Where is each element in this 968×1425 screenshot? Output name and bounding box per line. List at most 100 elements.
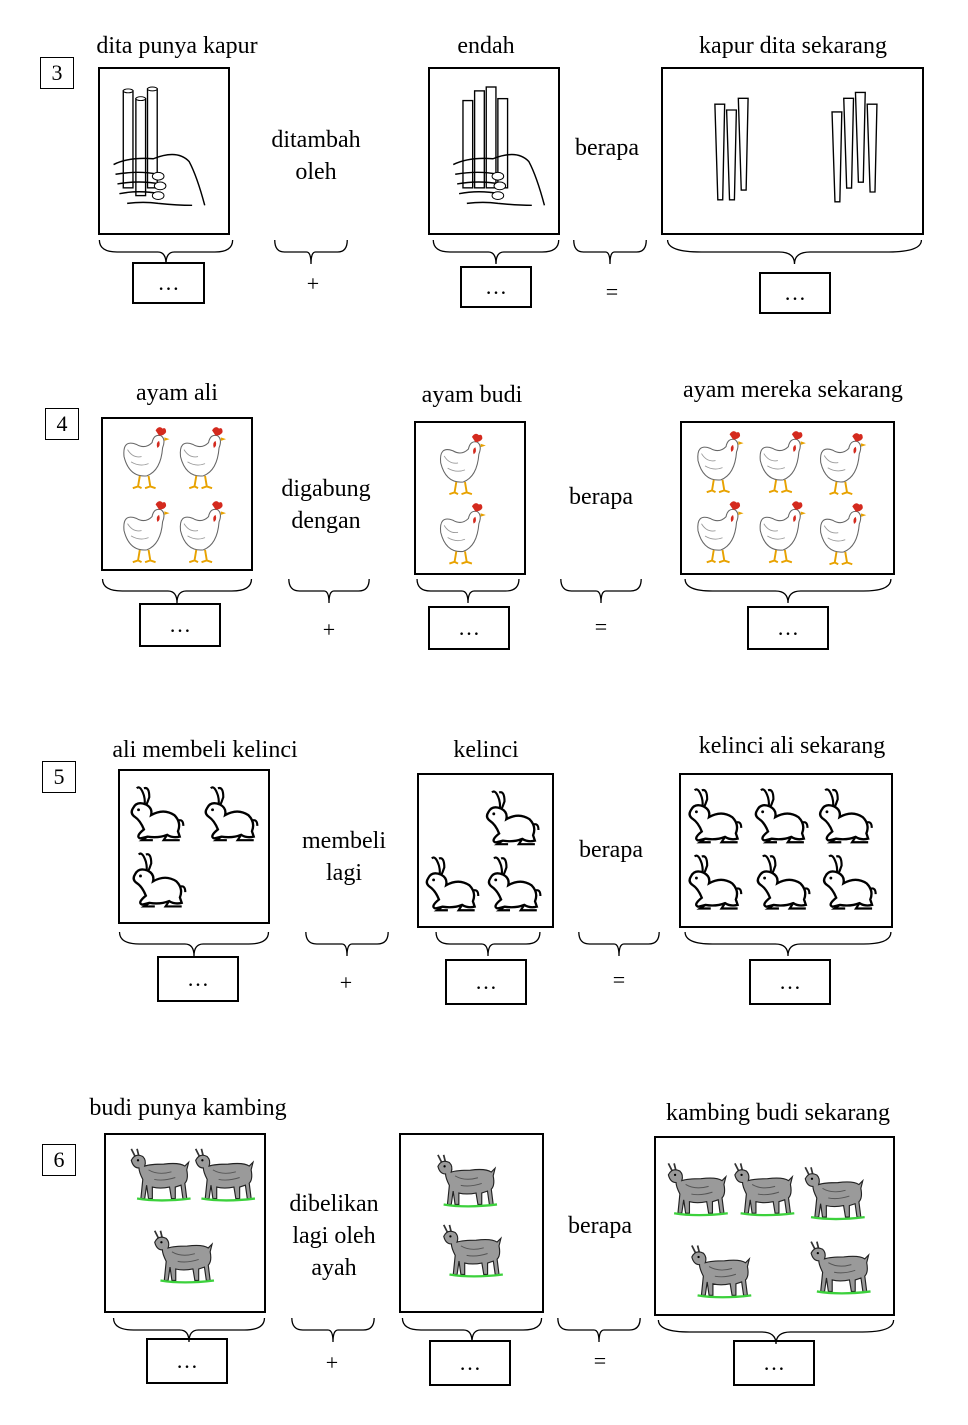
- rabbit-icon: [754, 788, 809, 844]
- rabbit-icon: [756, 854, 811, 910]
- chicken-icon: [439, 433, 486, 496]
- brace: [112, 1316, 266, 1344]
- label-a: budi punya kambing: [89, 1095, 287, 1121]
- chicken-icon: [697, 431, 867, 566]
- problem-5: 5 ali membeli kelinci membeli lagi kelin…: [0, 0, 968, 1005]
- plus-sign: +: [306, 271, 320, 296]
- picture-b: [414, 421, 526, 575]
- brace: [557, 1316, 641, 1344]
- answer-box-b[interactable]: …: [460, 266, 532, 308]
- rabbit-icon: [688, 854, 743, 910]
- chicken-icon: [123, 427, 170, 490]
- brace: [98, 238, 234, 266]
- label-a: dita punya kapur: [96, 33, 258, 59]
- problem-number: 6: [42, 1144, 76, 1176]
- rabbit-icon: [485, 790, 540, 846]
- question-text: berapa: [579, 837, 643, 863]
- connector-text: digabung dengan: [281, 476, 371, 534]
- rabbit-icon: [425, 790, 542, 912]
- brace: [656, 1318, 896, 1346]
- equals-sign: =: [605, 279, 619, 304]
- chicken-icon: [439, 433, 486, 565]
- chicken-icon: [697, 501, 744, 564]
- goat-icon: [130, 1148, 256, 1284]
- label-a: ayam ali: [136, 380, 218, 406]
- picture-a: [98, 67, 230, 235]
- goat-icon: [130, 1148, 191, 1202]
- brace: [305, 930, 389, 958]
- rabbit-icon: [822, 854, 877, 910]
- answer-box-a[interactable]: …: [157, 956, 239, 1002]
- brace: [578, 930, 660, 958]
- chalk-icon: [714, 91, 878, 203]
- plus-sign: +: [339, 970, 353, 995]
- brace: [288, 577, 370, 605]
- problem-number: 5: [42, 761, 76, 793]
- answer-box-a[interactable]: …: [146, 1338, 228, 1384]
- label-b: endah: [457, 33, 515, 59]
- equals-sign: =: [593, 1348, 607, 1373]
- label-total: kapur dita sekarang: [699, 33, 887, 59]
- problem-3: 3 dita punya kapur ditambah oleh endah: [0, 0, 968, 330]
- problem-number: 4: [45, 408, 79, 440]
- answer-box-b[interactable]: …: [445, 959, 527, 1005]
- label-total: kambing budi sekarang: [666, 1100, 890, 1126]
- brace: [573, 238, 647, 266]
- goat-icon: [437, 1154, 503, 1278]
- answer-box-b[interactable]: …: [429, 1340, 511, 1386]
- label-b: ayam budi: [421, 382, 523, 408]
- picture-total: [679, 773, 893, 928]
- goat-icon: [804, 1166, 865, 1221]
- connector-text: dibelikan lagi oleh ayah: [289, 1191, 379, 1281]
- picture-b: [428, 67, 560, 235]
- chicken-icon: [819, 433, 867, 496]
- picture-a: [101, 417, 253, 571]
- answer-box-total[interactable]: …: [733, 1340, 815, 1386]
- rabbit-icon: [487, 856, 542, 912]
- answer-box-a[interactable]: …: [132, 262, 205, 304]
- hand-chalk-icon: [113, 86, 206, 207]
- answer-box-a[interactable]: …: [139, 603, 221, 647]
- goat-icon: [667, 1162, 871, 1299]
- answer-box-total[interactable]: …: [747, 606, 829, 650]
- rabbit-icon: [132, 852, 187, 908]
- rabbit-icon: [818, 788, 873, 844]
- picture-total: [661, 67, 924, 235]
- goat-icon: [437, 1154, 498, 1208]
- chicken-icon: [759, 431, 806, 494]
- question-text: berapa: [569, 484, 633, 510]
- picture-total: [680, 421, 895, 575]
- brace: [291, 1316, 375, 1344]
- picture-a: [104, 1133, 266, 1313]
- label-b: kelinci: [453, 737, 519, 763]
- chicken-icon: [123, 427, 227, 564]
- label-total: kelinci ali sekarang: [698, 733, 886, 759]
- chicken-icon: [819, 503, 867, 566]
- connector-text: ditambah oleh: [271, 127, 361, 185]
- chicken-icon: [179, 427, 227, 490]
- equals-sign: =: [594, 614, 608, 639]
- chicken-icon: [179, 501, 227, 564]
- rabbit-icon: [130, 786, 259, 908]
- rabbit-icon: [688, 788, 743, 844]
- answer-box-b[interactable]: …: [428, 606, 510, 650]
- brace: [101, 577, 253, 605]
- answer-box-total[interactable]: …: [749, 959, 831, 1005]
- goat-icon: [194, 1148, 256, 1202]
- problem-6: 6 budi punya kambing dibelikan lagi oleh…: [0, 0, 968, 1386]
- brace: [401, 1316, 543, 1344]
- picture-total: [654, 1136, 895, 1316]
- chicken-icon: [123, 501, 170, 564]
- picture-b: [399, 1133, 544, 1313]
- equals-sign: =: [612, 967, 626, 992]
- problem-number: 3: [40, 57, 74, 89]
- goat-icon: [667, 1162, 728, 1217]
- label-total: ayam mereka sekarang: [683, 377, 903, 403]
- picture-a: [118, 769, 270, 924]
- plus-sign: +: [322, 617, 336, 642]
- brace: [416, 577, 520, 605]
- goat-icon: [691, 1245, 752, 1299]
- rabbit-icon: [204, 786, 259, 842]
- answer-box-total[interactable]: …: [759, 272, 831, 314]
- problem-4: 4 ayam ali digabung dengan ayam budi: [0, 0, 968, 650]
